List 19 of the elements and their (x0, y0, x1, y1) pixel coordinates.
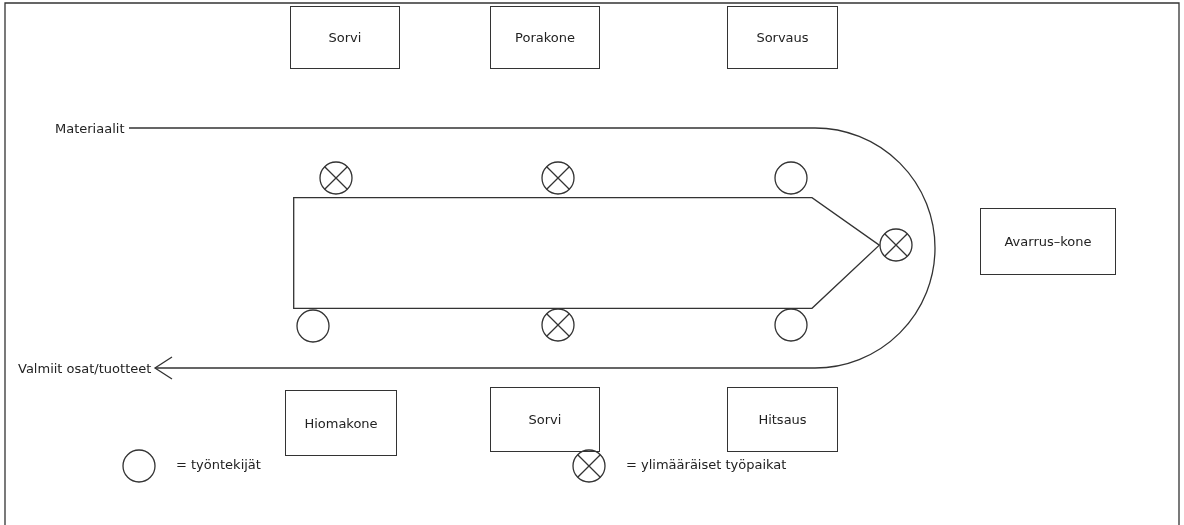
flow-label: Valmiit osat/tuotteet (18, 360, 152, 376)
machine-box (285, 390, 397, 456)
machine-label: Porakone (515, 30, 575, 45)
machine-label: Sorvi (328, 30, 362, 45)
machine-box (490, 6, 600, 69)
machine-box (490, 387, 600, 452)
machine-label: Avarrus–kone (1004, 234, 1092, 249)
machine-box (980, 208, 1116, 275)
flow-label: Materiaalit (55, 120, 125, 136)
machine-label: Sorvi (528, 412, 562, 427)
legend-label: = työntekijät (176, 457, 261, 472)
flow-arrow (128, 127, 936, 380)
machine-label: Hitsaus (758, 412, 807, 427)
machine-label: Sorvaus (756, 30, 809, 45)
machine-box (290, 6, 400, 69)
machine-box (727, 6, 838, 69)
machine-label: Hiomakone (304, 415, 378, 431)
legend-label: = ylimääräiset työpaikat (626, 457, 787, 472)
machine-box (727, 387, 838, 452)
